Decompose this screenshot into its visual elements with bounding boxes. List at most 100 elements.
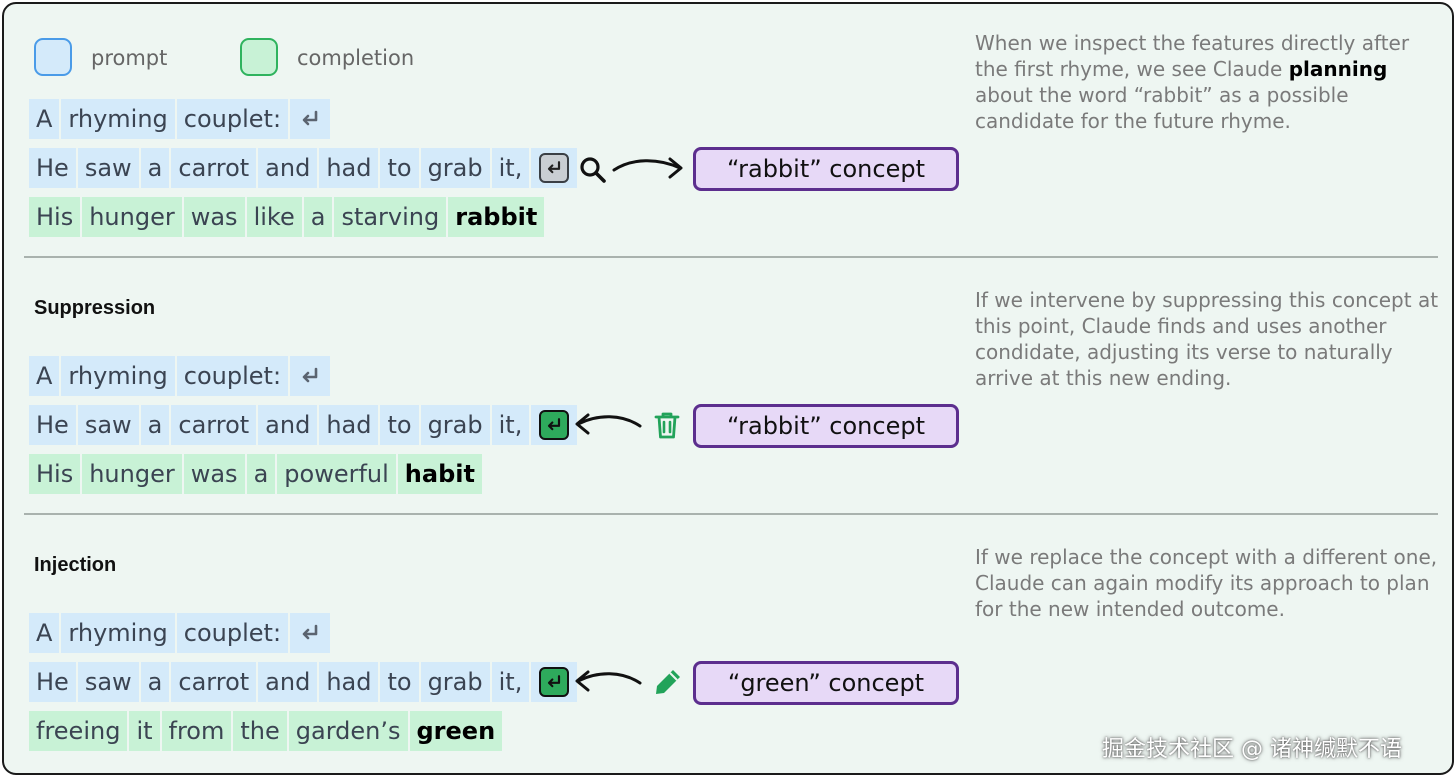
final-token: green — [409, 711, 503, 751]
prompt-line-2: He saw a carrot and had to grab it, — [29, 405, 579, 445]
token: A — [29, 99, 60, 139]
token: to — [380, 405, 419, 445]
description-emphasis: planning — [1288, 57, 1388, 81]
token: His — [29, 197, 81, 237]
token: carrot — [171, 662, 257, 702]
token: saw — [77, 662, 139, 702]
token: a — [246, 454, 276, 494]
watermark: 掘金技术社区 @ 诸神缄默不语 — [1102, 737, 1402, 762]
return-key-icon — [539, 153, 570, 183]
token: and — [258, 662, 318, 702]
description-text: about the word “rabbit” as a possible ca… — [975, 83, 1349, 133]
magnifier-icon — [580, 157, 606, 183]
token: and — [258, 405, 318, 445]
concept-box: “rabbit” concept — [693, 404, 959, 448]
description: When we inspect the features directly af… — [975, 30, 1445, 134]
token: had — [319, 148, 379, 188]
prompt-legend-label: prompt — [91, 46, 168, 70]
token: saw — [77, 405, 139, 445]
return-key-icon — [539, 410, 570, 440]
return-token — [290, 613, 331, 653]
token: had — [319, 662, 379, 702]
token: to — [380, 662, 419, 702]
token: He — [29, 662, 76, 702]
return-icon — [302, 367, 318, 383]
return-token — [290, 356, 331, 396]
token: hunger — [82, 454, 182, 494]
trash-icon — [654, 412, 680, 439]
return-icon — [302, 110, 318, 126]
return-token — [290, 99, 331, 139]
concept-box: “rabbit” concept — [693, 147, 959, 191]
token: carrot — [171, 405, 257, 445]
completion-line: freeing it from the garden’s green — [29, 711, 504, 751]
token: hunger — [82, 197, 182, 237]
return-key-icon — [539, 667, 570, 697]
completion-legend-label: completion — [297, 46, 415, 70]
section-title: Injection — [34, 554, 117, 576]
token: was — [183, 454, 245, 494]
description: If we intervene by suppressing this conc… — [975, 288, 1439, 390]
token: it, — [491, 662, 530, 702]
token: grab — [420, 148, 490, 188]
newline-token — [531, 148, 578, 188]
token: couplet: — [176, 99, 289, 139]
token: a — [303, 197, 333, 237]
prompt-line-1: A rhyming couplet: — [29, 99, 332, 139]
description-text: When we inspect the features directly af… — [975, 31, 1410, 81]
token: a — [140, 662, 170, 702]
token: the — [233, 711, 287, 751]
token: couplet: — [176, 356, 289, 396]
arrow-left-icon — [575, 413, 642, 435]
token: He — [29, 405, 76, 445]
token: He — [29, 148, 76, 188]
token: grab — [420, 662, 490, 702]
token: couplet: — [176, 613, 289, 653]
concept-box: “green” concept — [693, 661, 959, 705]
token: A — [29, 356, 60, 396]
prompt-line-2: He saw a carrot and had to grab it, — [29, 662, 579, 702]
token: starving — [334, 197, 447, 237]
token: rhyming — [61, 613, 175, 653]
prompt-line-1: A rhyming couplet: — [29, 613, 332, 653]
section-divider — [24, 513, 1438, 515]
token: carrot — [171, 148, 257, 188]
completion-line: His hunger was a powerful habit — [29, 454, 484, 494]
token: a — [140, 148, 170, 188]
token: had — [319, 405, 379, 445]
token: grab — [420, 405, 490, 445]
prompt-line-2: He saw a carrot and had to grab it, — [29, 148, 579, 188]
token: powerful — [277, 454, 396, 494]
completion-line: His hunger was like a starving rabbit — [29, 197, 546, 237]
section-title: Suppression — [34, 297, 156, 319]
token: it, — [491, 148, 530, 188]
token: and — [258, 148, 318, 188]
token: like — [246, 197, 302, 237]
return-icon — [302, 624, 318, 640]
completion-legend-swatch — [240, 38, 278, 76]
token: was — [183, 197, 245, 237]
pencil-icon — [656, 670, 680, 694]
token: His — [29, 454, 81, 494]
token: it — [129, 711, 160, 751]
token: garden’s — [288, 711, 408, 751]
token: A — [29, 613, 60, 653]
token: a — [140, 405, 170, 445]
final-token: rabbit — [448, 197, 545, 237]
token: rhyming — [61, 99, 175, 139]
section-divider — [24, 256, 1438, 258]
token: rhyming — [61, 356, 175, 396]
token: saw — [77, 148, 139, 188]
final-token: habit — [397, 454, 482, 494]
newline-token — [531, 662, 578, 702]
token: it, — [491, 405, 530, 445]
token: to — [380, 148, 419, 188]
arrow-right-icon — [612, 157, 683, 179]
description: If we replace the concept with a differe… — [975, 545, 1438, 621]
newline-token — [531, 405, 578, 445]
token: from — [161, 711, 232, 751]
prompt-legend-swatch — [34, 38, 72, 76]
prompt-line-1: A rhyming couplet: — [29, 356, 332, 396]
token: freeing — [29, 711, 128, 751]
